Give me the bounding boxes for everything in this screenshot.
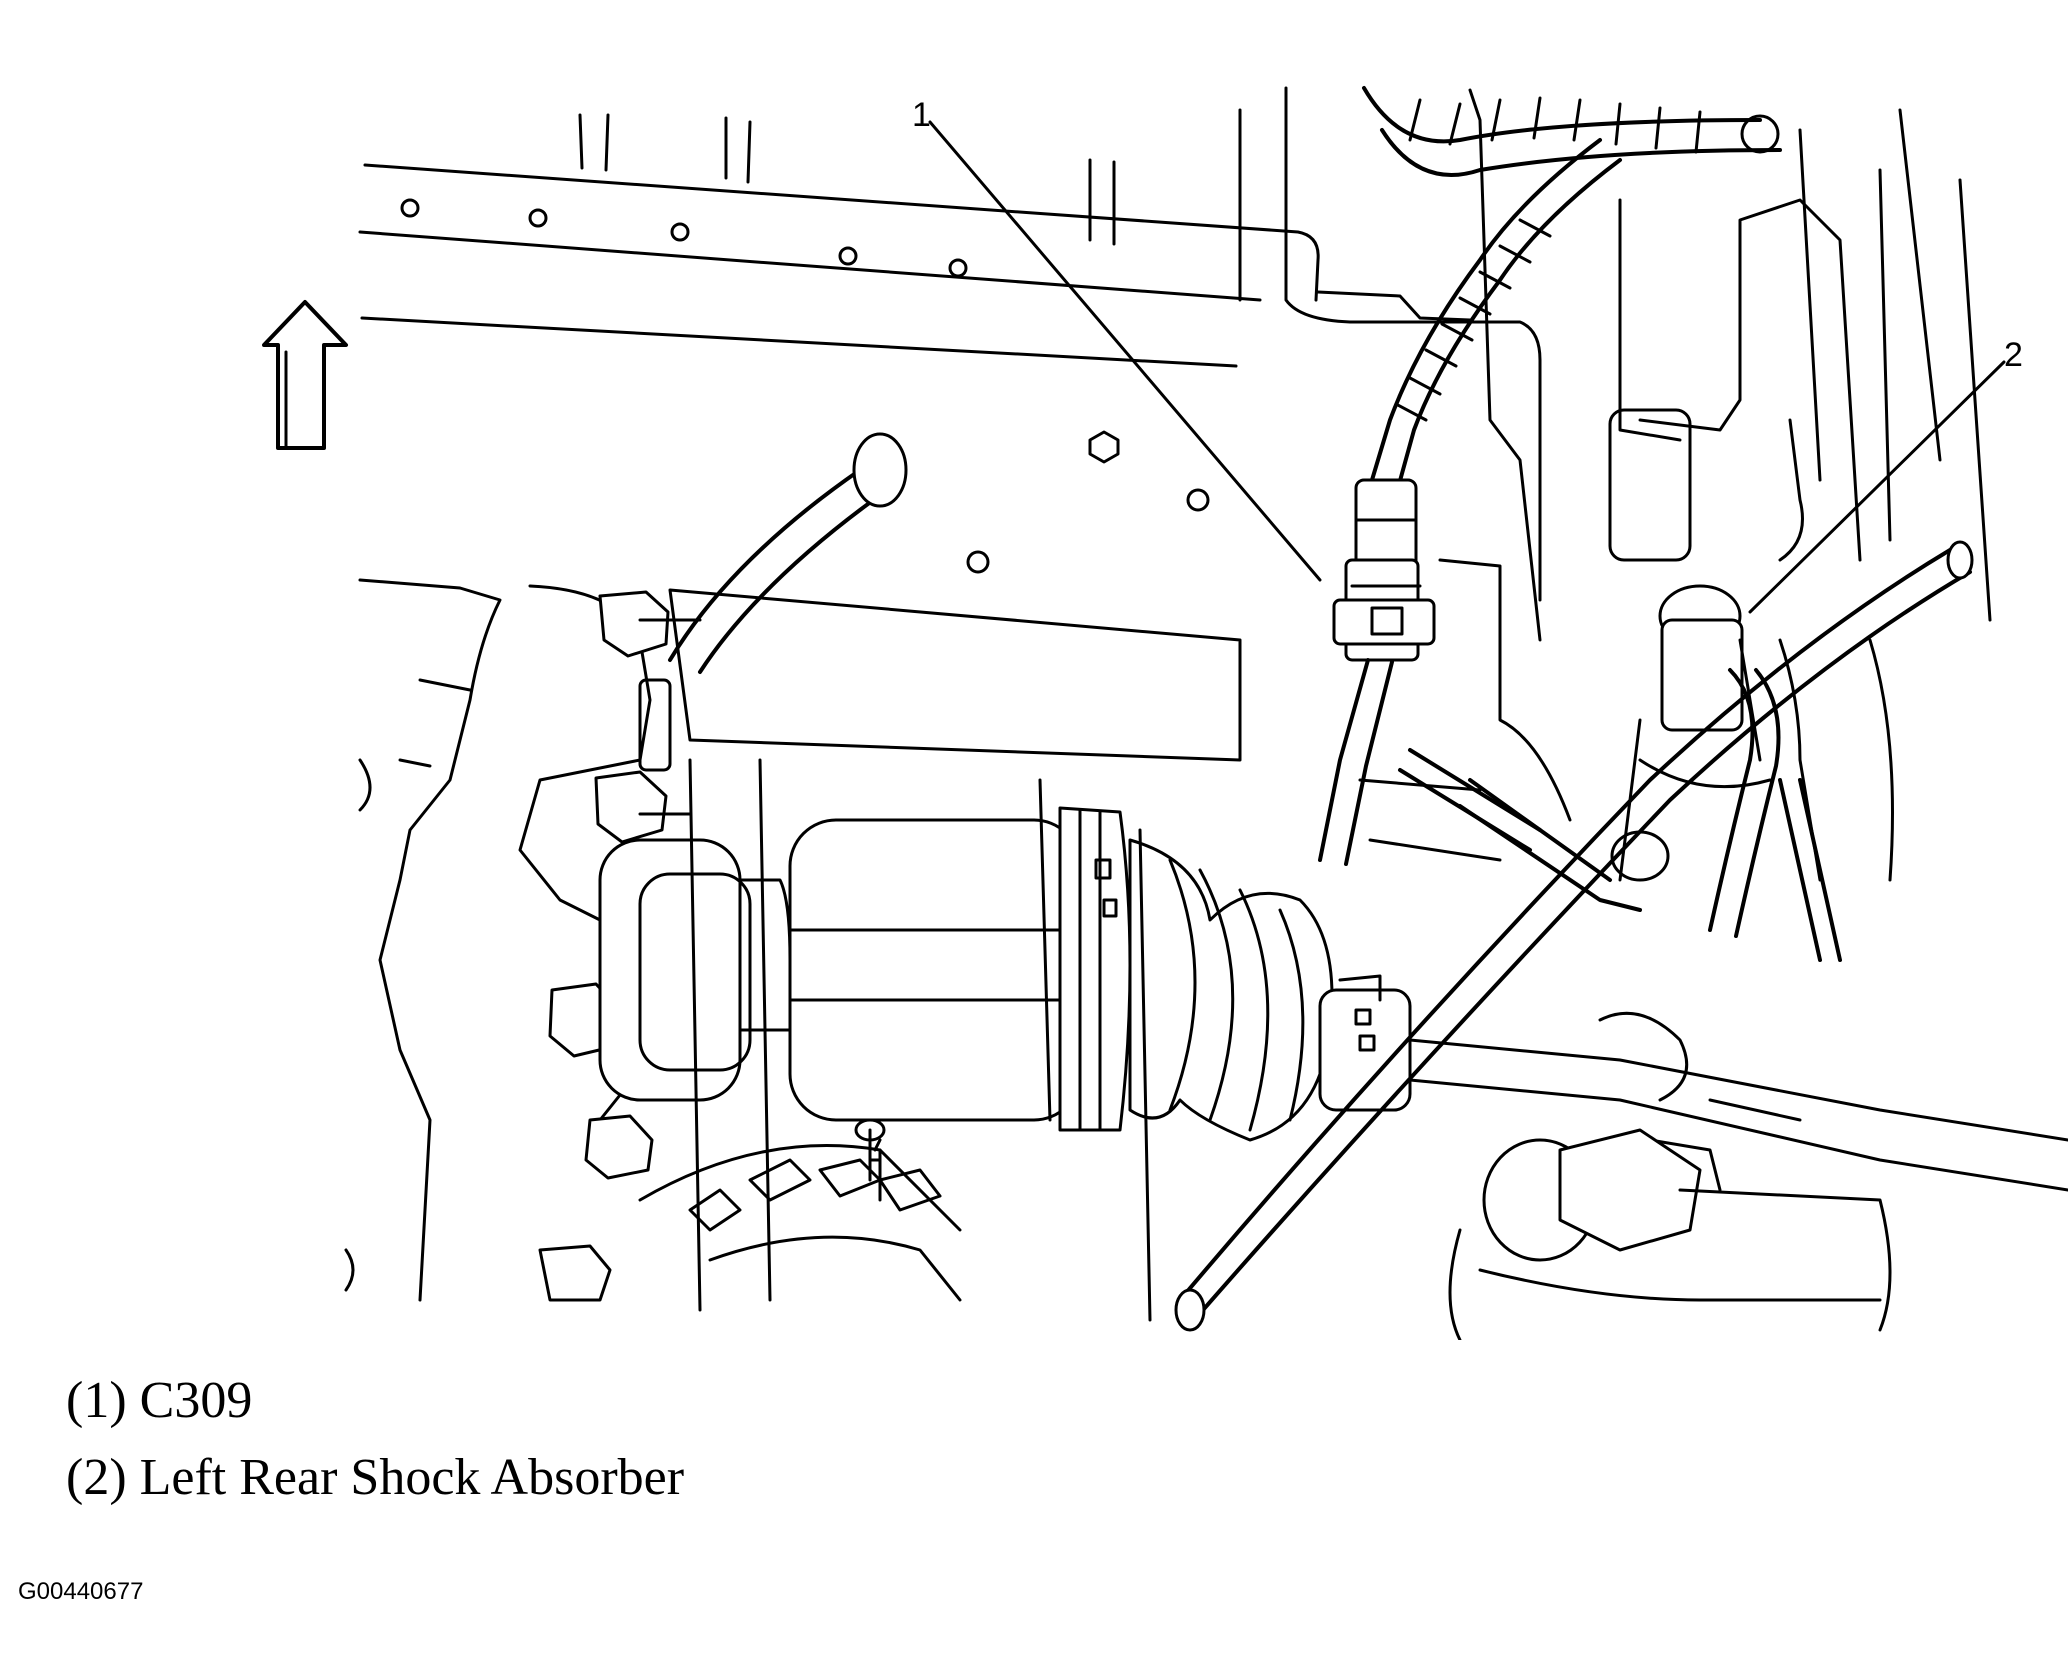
legend-item-c309: (1) C309 [66, 1372, 253, 1429]
lower-components [344, 1118, 962, 1302]
crossmember [668, 558, 2068, 1322]
left-rear-shock-absorber [1448, 584, 1894, 1340]
tubing [1174, 540, 1974, 1332]
leader-line-1 [928, 120, 1322, 582]
knuckle-assembly [358, 578, 702, 1302]
frame-rail [358, 86, 1542, 602]
right-frame [1468, 88, 1992, 642]
figure-id: G00440677 [18, 1578, 144, 1605]
c309-connector [1318, 478, 1436, 866]
up-arrow-icon [262, 300, 348, 450]
cv-boot [1128, 838, 1412, 1142]
drive-axle [598, 806, 1132, 1132]
underbody-illustration [262, 86, 2068, 1340]
callout-number-2: 2 [2004, 336, 2023, 374]
leader-line-2 [1748, 360, 2006, 614]
brake-line [668, 432, 908, 674]
wiring-harness [1362, 86, 1782, 490]
callout-number-1: 1 [912, 96, 931, 134]
legend-item-left-rear-shock-absorber: (2) Left Rear Shock Absorber [66, 1449, 685, 1506]
